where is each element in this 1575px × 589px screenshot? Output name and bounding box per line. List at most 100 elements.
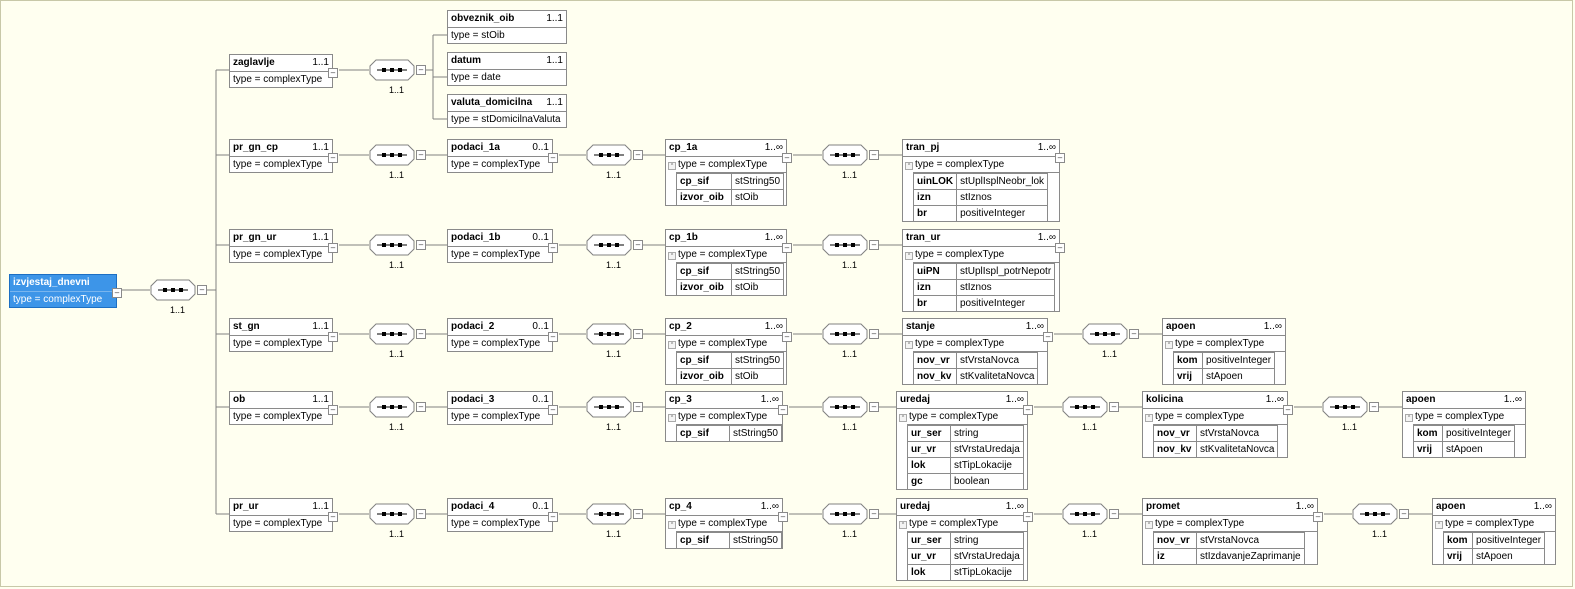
expand-toggle-icon[interactable]: – — [633, 240, 643, 250]
expand-toggle-icon[interactable]: – — [416, 402, 426, 412]
collapse-attributes-icon[interactable]: ^ — [1165, 341, 1173, 349]
collapse-attributes-icon[interactable]: ^ — [905, 252, 913, 260]
expand-toggle-icon[interactable]: – — [197, 285, 207, 295]
collapse-attributes-icon[interactable]: ^ — [668, 414, 676, 422]
sequence-compositor[interactable]: –1..1 — [1352, 503, 1409, 539]
expand-toggle-icon[interactable]: – — [1129, 329, 1139, 339]
expand-toggle-icon[interactable]: – — [416, 240, 426, 250]
expand-toggle-icon[interactable]: – — [1313, 512, 1323, 522]
collapse-attributes-icon[interactable]: ^ — [1405, 414, 1413, 422]
sequence-compositor[interactable]: –1..1 — [369, 503, 426, 539]
collapse-attributes-icon[interactable]: ^ — [905, 162, 913, 170]
collapse-attributes-icon[interactable]: ^ — [905, 341, 913, 349]
sequence-compositor[interactable]: –1..1 — [369, 234, 426, 270]
collapse-attributes-icon[interactable]: ^ — [1435, 521, 1443, 529]
expand-toggle-icon[interactable]: – — [548, 332, 558, 342]
expand-toggle-icon[interactable]: – — [1109, 402, 1119, 412]
expand-toggle-icon[interactable]: – — [1023, 405, 1033, 415]
expand-toggle-icon[interactable]: – — [548, 405, 558, 415]
sequence-compositor[interactable]: –1..1 — [1062, 396, 1119, 432]
sequence-compositor[interactable]: –1..1 — [369, 323, 426, 359]
expand-toggle-icon[interactable]: – — [869, 509, 879, 519]
expand-toggle-icon[interactable]: – — [869, 150, 879, 160]
collapse-attributes-icon[interactable]: ^ — [668, 252, 676, 260]
expand-toggle-icon[interactable]: – — [633, 402, 643, 412]
expand-toggle-icon[interactable]: – — [869, 240, 879, 250]
expand-toggle-icon[interactable]: – — [328, 243, 338, 253]
expand-toggle-icon[interactable]: – — [1055, 153, 1065, 163]
sequence-compositor[interactable]: –1..1 — [586, 323, 643, 359]
sequence-compositor[interactable]: –1..1 — [1322, 396, 1379, 432]
expand-toggle-icon[interactable]: – — [1043, 332, 1053, 342]
sequence-compositor[interactable]: –1..1 — [822, 503, 879, 539]
collapse-attributes-icon[interactable]: ^ — [668, 341, 676, 349]
collapse-attributes-icon[interactable]: ^ — [1145, 414, 1153, 422]
sequence-compositor[interactable]: –1..1 — [1062, 503, 1119, 539]
expand-toggle-icon[interactable]: – — [416, 150, 426, 160]
expand-toggle-icon[interactable]: – — [328, 332, 338, 342]
sequence-compositor[interactable]: –1..1 — [822, 144, 879, 180]
sequence-compositor[interactable]: –1..1 — [822, 323, 879, 359]
expand-toggle-icon[interactable]: – — [548, 512, 558, 522]
expand-toggle-icon[interactable]: – — [328, 68, 338, 78]
expand-toggle-icon[interactable]: – — [416, 329, 426, 339]
expand-toggle-icon[interactable]: – — [778, 512, 788, 522]
expand-toggle-icon[interactable]: – — [633, 329, 643, 339]
sequence-compositor[interactable]: –1..1 — [586, 503, 643, 539]
sequence-compositor[interactable]: –1..1 — [369, 59, 426, 95]
sequence-compositor[interactable]: –1..1 — [586, 234, 643, 270]
collapse-attributes-icon[interactable]: ^ — [899, 521, 907, 529]
expand-toggle-icon[interactable]: – — [548, 243, 558, 253]
expand-toggle-icon[interactable]: – — [869, 402, 879, 412]
expand-toggle-icon[interactable]: – — [782, 153, 792, 163]
expand-toggle-icon[interactable]: – — [548, 153, 558, 163]
expand-toggle-icon[interactable]: – — [328, 512, 338, 522]
expand-toggle-icon[interactable]: – — [782, 332, 792, 342]
sequence-compositor[interactable]: –1..1 — [369, 396, 426, 432]
sequence-compositor[interactable]: –1..1 — [586, 144, 643, 180]
expand-toggle-icon[interactable]: – — [1283, 405, 1293, 415]
expand-toggle-icon[interactable]: – — [633, 150, 643, 160]
expand-toggle-icon[interactable]: – — [633, 509, 643, 519]
sequence-compositor[interactable]: –1..1 — [586, 396, 643, 432]
expand-toggle-icon[interactable]: – — [1369, 402, 1379, 412]
expand-toggle-icon[interactable]: – — [1399, 509, 1409, 519]
collapse-attributes-icon[interactable]: ^ — [899, 414, 907, 422]
expand-toggle-icon[interactable]: – — [1109, 509, 1119, 519]
collapse-attributes-icon[interactable]: ^ — [1145, 521, 1153, 529]
sequence-compositor[interactable]: –1..1 — [369, 144, 426, 180]
sequence-compositor[interactable]: –1..1 — [822, 396, 879, 432]
expand-toggle-icon[interactable]: – — [416, 509, 426, 519]
sequence-compositor[interactable]: –1..1 — [150, 279, 207, 315]
sequence-compositor[interactable]: –1..1 — [1082, 323, 1139, 359]
sequence-compositor[interactable]: –1..1 — [822, 234, 879, 270]
expand-toggle-icon[interactable]: – — [778, 405, 788, 415]
expand-toggle-icon[interactable]: – — [328, 405, 338, 415]
